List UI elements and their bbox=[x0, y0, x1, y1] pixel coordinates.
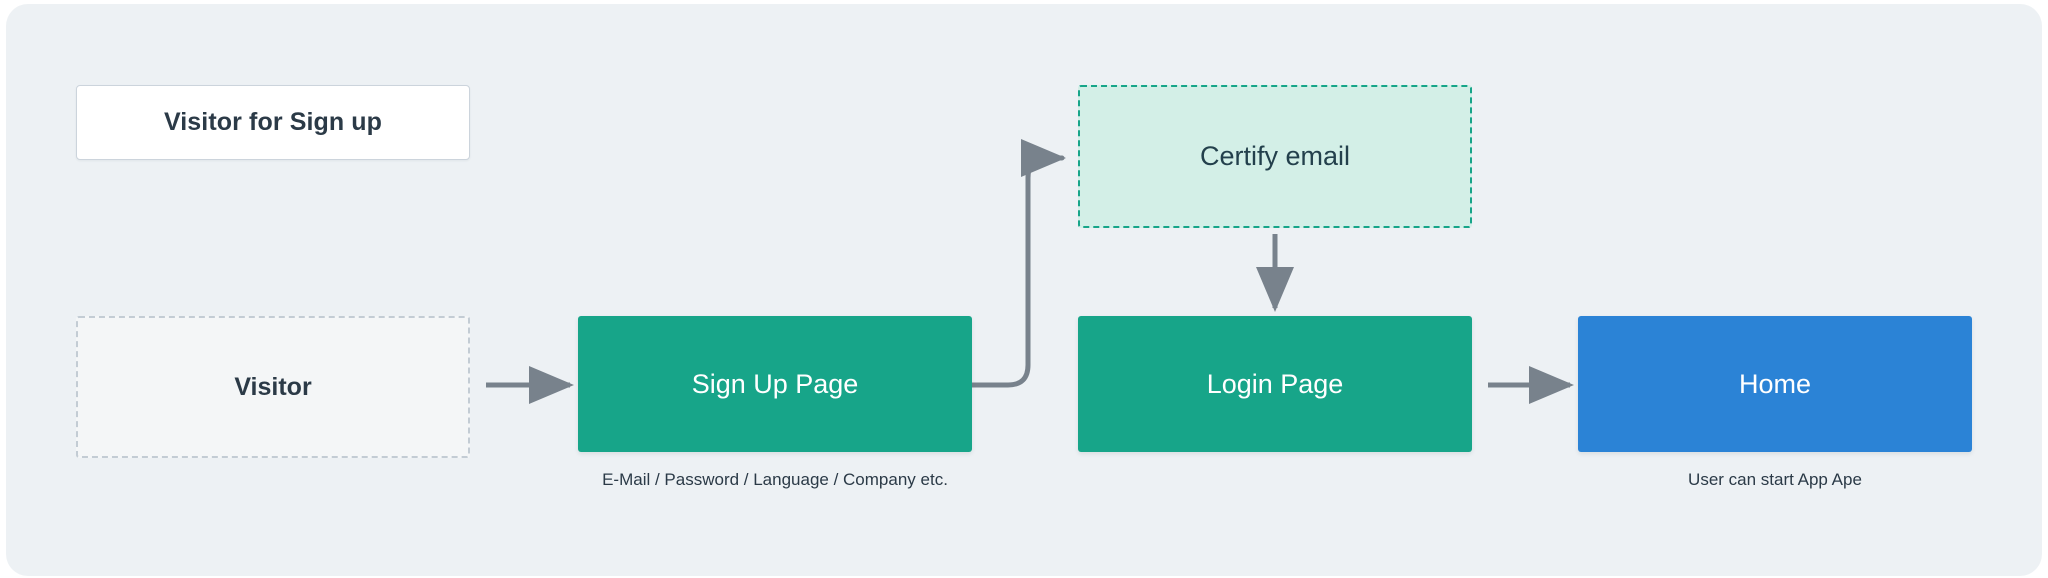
node-sign-up-page[interactable]: Sign Up Page bbox=[578, 316, 972, 452]
caption-sign-up-page: E-Mail / Password / Language / Company e… bbox=[602, 470, 948, 489]
node-login-page-label: Login Page bbox=[1206, 368, 1344, 399]
title-card: Visitor for Sign up bbox=[76, 85, 470, 160]
node-visitor-label: Visitor bbox=[234, 372, 312, 401]
node-home-label: Home bbox=[1738, 368, 1812, 399]
node-home[interactable]: Home bbox=[1578, 316, 1972, 452]
node-visitor[interactable]: Visitor bbox=[76, 316, 470, 458]
node-login-page[interactable]: Login Page bbox=[1078, 316, 1472, 452]
node-sign-up-page-label: Sign Up Page bbox=[691, 368, 859, 399]
caption-home: User can start App Ape bbox=[1688, 470, 1862, 489]
title-card-label: Visitor for Sign up bbox=[163, 108, 383, 136]
node-certify-email[interactable]: Certify email bbox=[1078, 85, 1472, 228]
node-certify-email-label: Certify email bbox=[1199, 141, 1351, 171]
